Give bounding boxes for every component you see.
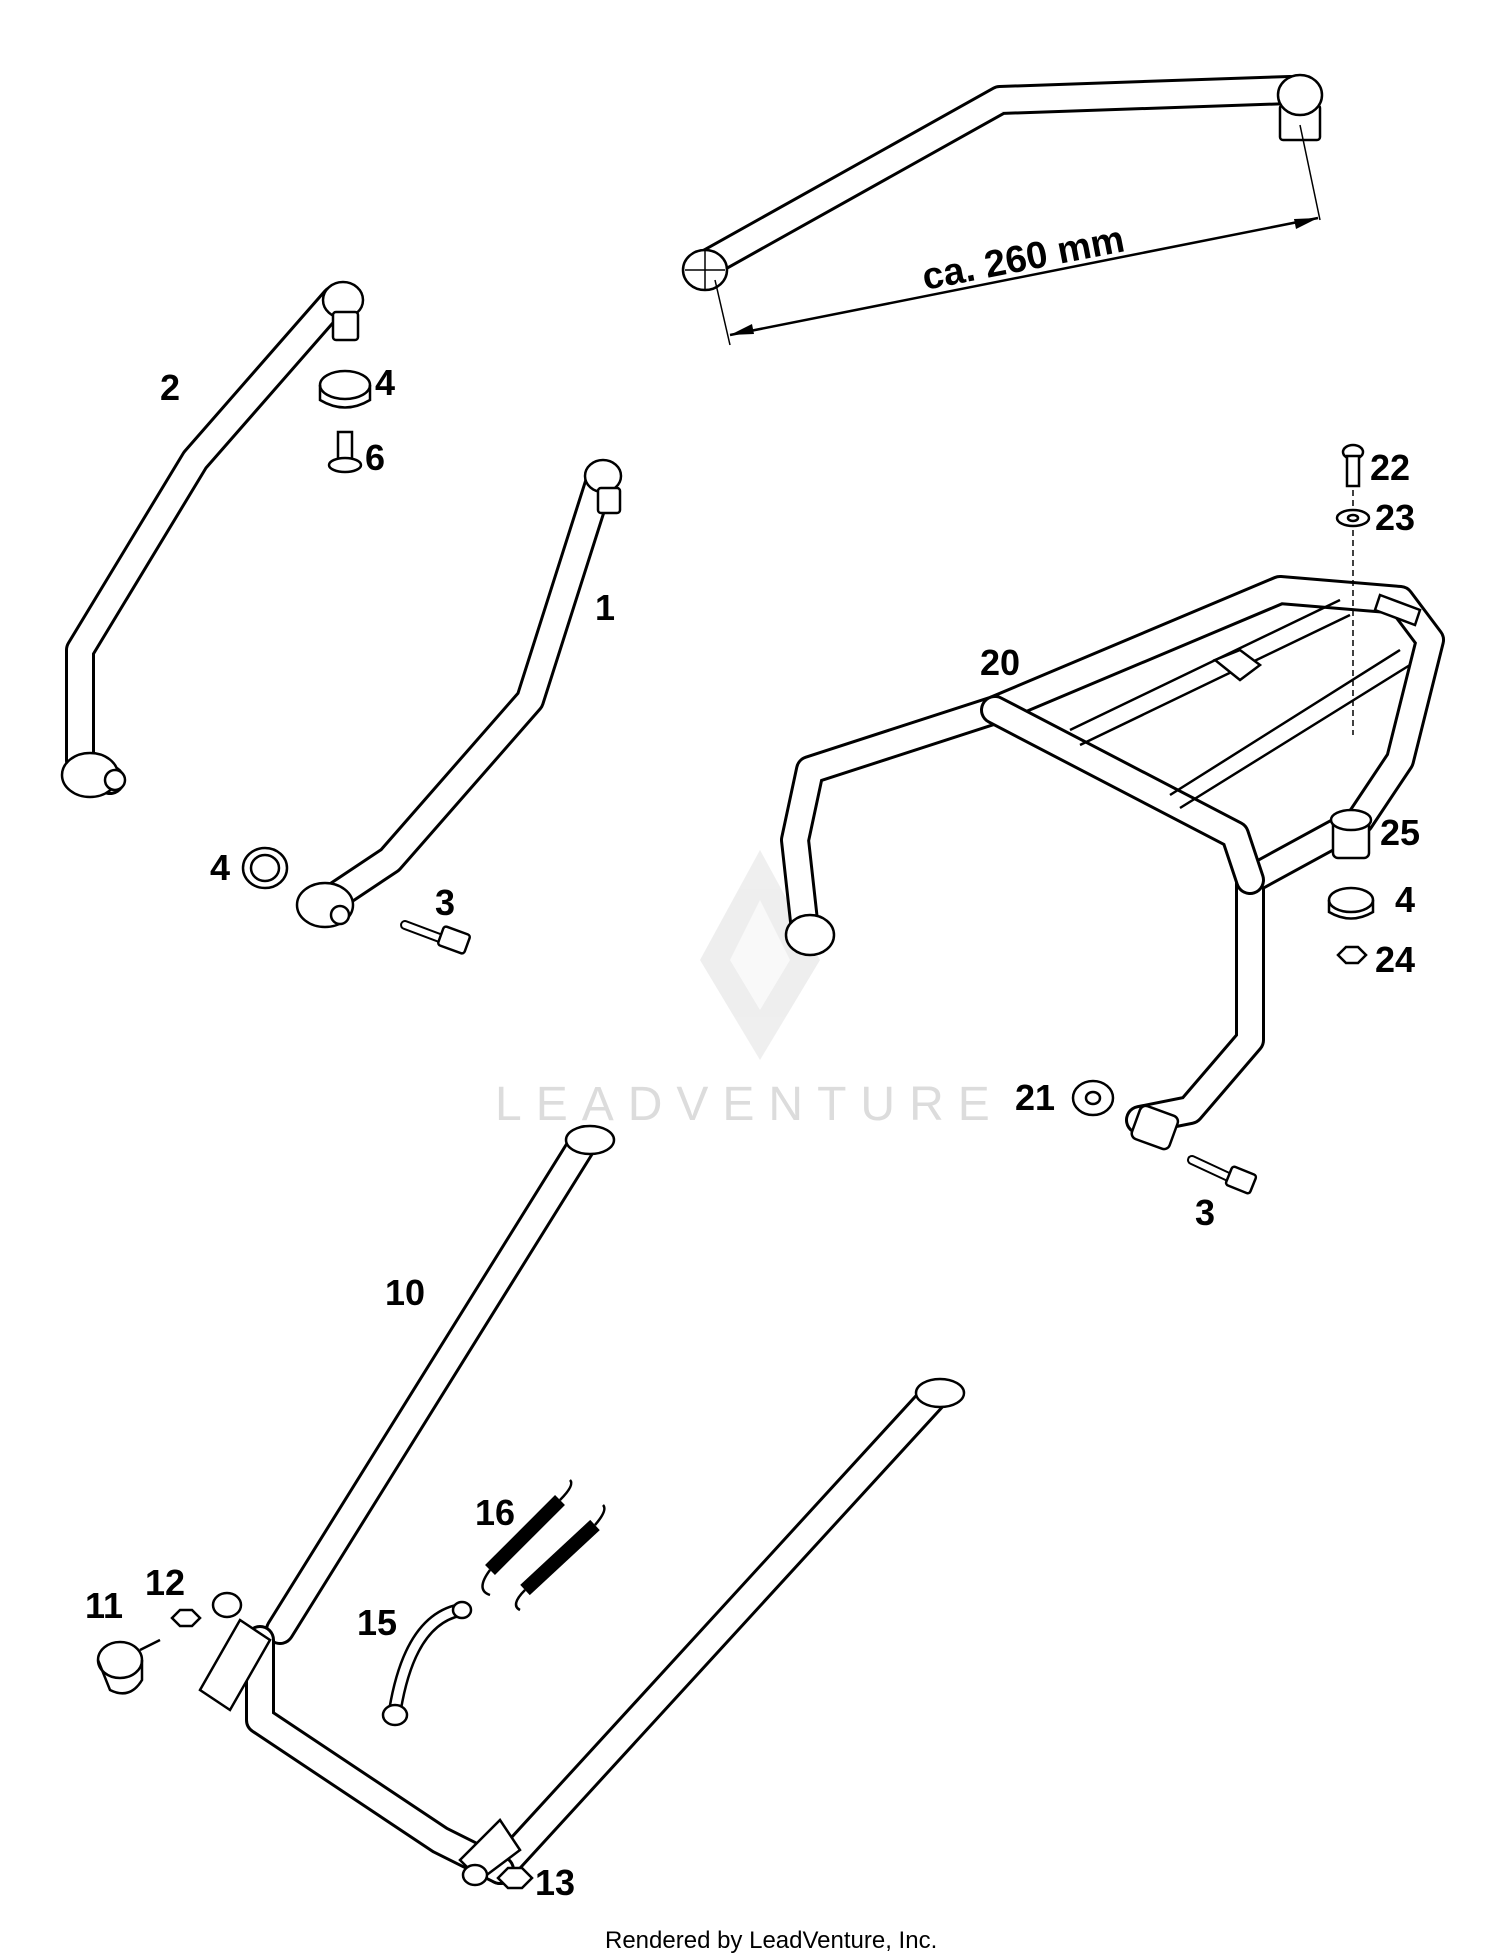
part-15-bracket (381, 1600, 473, 1727)
callout-2: 2 (160, 367, 180, 408)
part-10-center-stand (198, 1124, 966, 1887)
callout-6: 6 (365, 437, 385, 478)
callout-11: 11 (85, 1585, 123, 1626)
part-11-rubber-stop (96, 1638, 161, 1695)
callout-1: 1 (595, 587, 615, 628)
callout-20: 20 (980, 642, 1020, 683)
part-4-rubber-bushing-mid (241, 846, 289, 890)
part-22-bolt (1341, 443, 1365, 735)
watermark-text: LEADVENTURE (495, 1078, 1004, 1131)
leadventure-logo-icon (700, 850, 820, 1060)
part-4-rubber-bushing-top (318, 369, 372, 409)
callout-21: 21 (1015, 1077, 1055, 1118)
grab-handle-measurement: ca. 260 mm (681, 73, 1324, 346)
callout-4-top: 4 (375, 362, 395, 403)
part-24-nut (1336, 945, 1368, 965)
part-16-springs (481, 1479, 606, 1612)
callout-15: 15 (357, 1602, 397, 1643)
part-23-washer (1335, 508, 1371, 528)
callout-12: 12 (145, 1562, 185, 1603)
dimension-line (729, 216, 1319, 337)
callout-4-right: 4 (1395, 879, 1415, 920)
part-3-bolt-right (1187, 1155, 1258, 1195)
part-4-rubber-bushing-right (1327, 886, 1375, 920)
part-2-grab-handle (60, 280, 365, 799)
callout-25: 25 (1380, 812, 1420, 853)
callouts: 1 2 3 3 4 4 4 6 10 11 12 13 15 16 20 21 … (85, 362, 1420, 1903)
part-6-bolt (327, 430, 363, 474)
part-12-nut (170, 1608, 202, 1628)
watermark: LEADVENTURE (495, 850, 1004, 1131)
part-1-grab-handle (295, 458, 623, 929)
callout-16: 16 (475, 1492, 515, 1533)
dimension-label: ca. 260 mm (919, 219, 1128, 299)
callout-22: 22 (1370, 447, 1410, 488)
callout-13: 13 (535, 1862, 575, 1903)
callout-4-mid: 4 (210, 847, 230, 888)
callout-3-right: 3 (1195, 1192, 1215, 1233)
footer-credit: Rendered by LeadVenture, Inc. (605, 1927, 937, 1954)
part-21-washer (1071, 1079, 1115, 1117)
callout-10: 10 (385, 1272, 425, 1313)
callout-23: 23 (1375, 497, 1415, 538)
callout-24: 24 (1375, 939, 1415, 980)
part-13-nut (496, 1866, 534, 1890)
part-3-bolt-left (400, 920, 471, 955)
part-20-luggage-carrier (780, 575, 1445, 1151)
part-25-rubber-mount (1329, 808, 1373, 860)
callout-3-left: 3 (435, 882, 455, 923)
